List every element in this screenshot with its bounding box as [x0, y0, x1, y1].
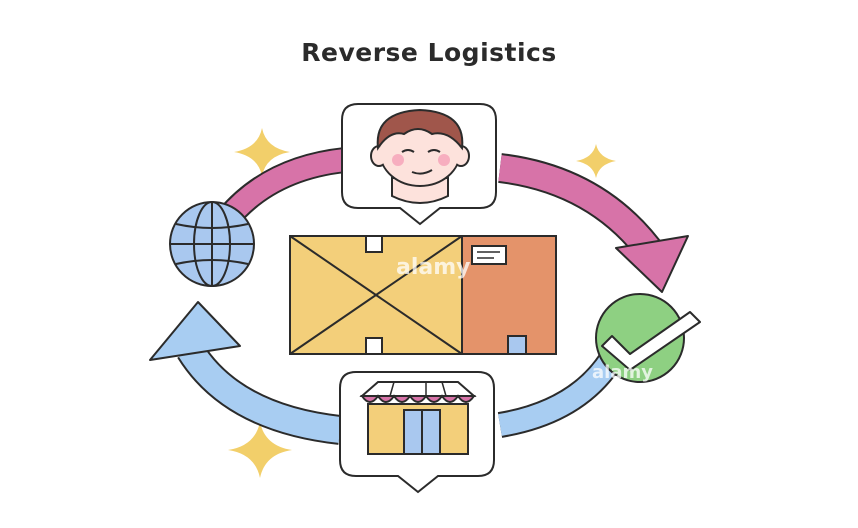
sparkle-icon: [234, 128, 290, 176]
checkmark-icon: [595, 293, 701, 383]
storefront-icon: [359, 381, 477, 455]
person-face-icon: [370, 108, 470, 204]
watermark-text: alamy: [592, 362, 653, 383]
blue-arc-right: [497, 350, 623, 438]
blue-arrow-left: [149, 301, 342, 445]
watermark-text: alamy: [396, 255, 471, 280]
pink-arrow-right: [498, 153, 689, 293]
sparkle-icon: [576, 144, 616, 178]
pink-arc-left: [218, 147, 347, 227]
globe-icon: [169, 201, 255, 287]
diagram-title: Reverse Logistics: [301, 38, 557, 67]
cardboard-box-icon: [289, 235, 557, 355]
store-bubble: [339, 371, 495, 494]
sparkle-icon: [228, 422, 292, 478]
customer-bubble: [341, 103, 497, 226]
